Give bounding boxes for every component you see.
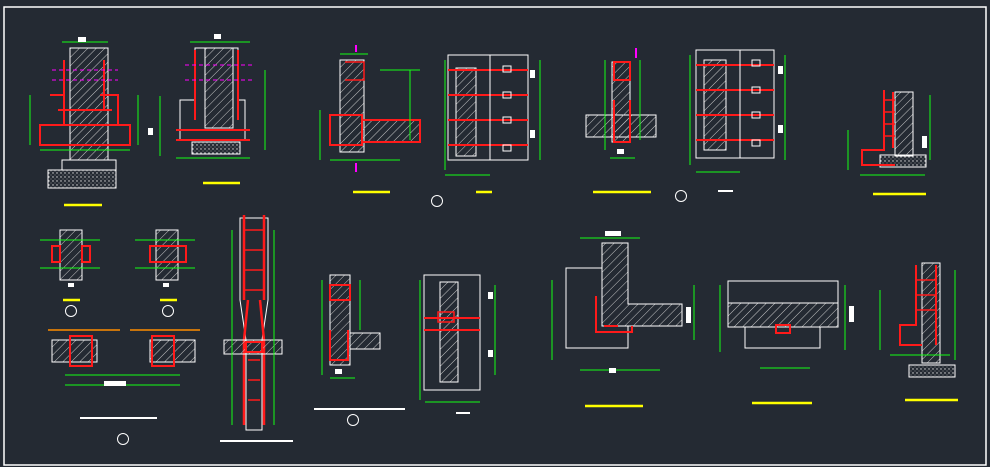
detail-4	[431, 54, 541, 207]
detail-3	[319, 45, 421, 194]
detail-5	[585, 48, 687, 202]
detail-12	[419, 274, 496, 414]
detail-15	[879, 262, 958, 402]
detail-11	[314, 274, 405, 426]
sheet-frame	[3, 6, 987, 466]
detail-8	[40, 229, 195, 317]
detail-14	[719, 280, 854, 405]
detail-13	[551, 231, 695, 408]
detail-7	[847, 90, 931, 196]
detail-9	[48, 329, 200, 445]
detail-10	[220, 215, 293, 442]
detail-6	[689, 49, 786, 192]
detail-2	[148, 34, 266, 185]
detail-1	[29, 37, 139, 207]
